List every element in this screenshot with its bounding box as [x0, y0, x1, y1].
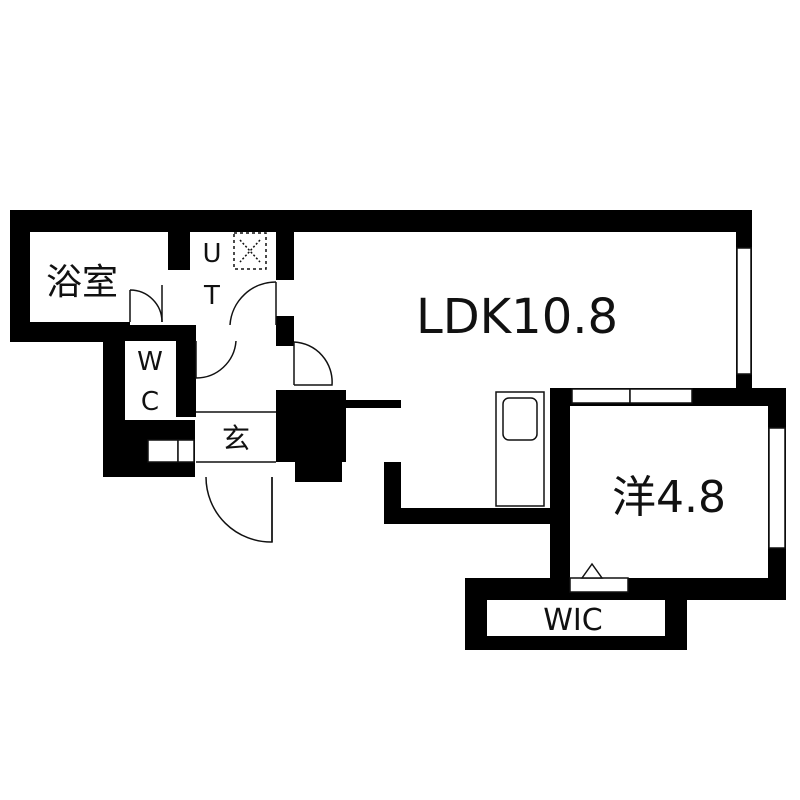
wall-bath-ut — [168, 210, 190, 270]
wic-triangle-icon — [580, 562, 604, 579]
wall-wic-left — [465, 578, 487, 650]
washer-pan-x2 — [239, 239, 261, 263]
washer-pan — [233, 232, 267, 270]
wall-wic-bottom — [465, 636, 687, 650]
wall-bath-bottom — [10, 322, 130, 342]
interior-western — [570, 406, 768, 578]
label-bath: 浴室 — [46, 262, 118, 303]
wall-western-left — [550, 388, 570, 588]
label-wc-c: C — [141, 387, 159, 417]
shoe-box — [147, 439, 179, 463]
interior-hall — [196, 341, 276, 462]
label-ldk: LDK10.8 — [416, 289, 618, 345]
interior-ldk — [294, 232, 736, 388]
label-wic: WIC — [543, 603, 602, 638]
interior-wic — [487, 600, 665, 636]
kitchen-sink — [502, 397, 538, 441]
wall-wc-top — [103, 325, 193, 341]
washer-pan-x1 — [239, 239, 261, 263]
window-western-top-2 — [629, 388, 693, 404]
fixtures — [147, 232, 629, 593]
room-labels: 浴室 U T W C 玄 LDK10.8 洋4.8 WIC — [46, 239, 726, 638]
wall-bath-left — [10, 210, 30, 342]
doors — [129, 281, 333, 543]
interior-wc — [125, 341, 176, 420]
shoe-box-2 — [177, 439, 195, 463]
wall-core-3 — [295, 462, 342, 482]
label-western: 洋4.8 — [612, 472, 726, 523]
label-entrance: 玄 — [222, 422, 250, 455]
wic-door — [569, 577, 629, 593]
label-ut-u: U — [202, 239, 221, 269]
window-western-top-1 — [571, 388, 631, 404]
windows — [571, 247, 786, 549]
wall-ut-right — [276, 210, 294, 280]
wall-wc-right — [176, 325, 196, 417]
wall-wic-right — [665, 578, 687, 650]
wall-core-2 — [276, 400, 401, 408]
room-interiors — [30, 232, 768, 636]
window-ldk-right — [736, 247, 752, 375]
wall-core-5 — [384, 508, 554, 524]
label-ut-t: T — [203, 281, 220, 311]
wall-ut-right-low — [276, 316, 294, 346]
window-western-right — [768, 427, 786, 549]
door-entrance — [205, 476, 273, 543]
door-hall — [293, 341, 333, 386]
door-wc — [195, 340, 237, 379]
interior-bath — [30, 232, 168, 322]
wall-top — [10, 210, 752, 232]
label-wc-w: W — [137, 347, 163, 377]
door-ut — [229, 281, 277, 326]
